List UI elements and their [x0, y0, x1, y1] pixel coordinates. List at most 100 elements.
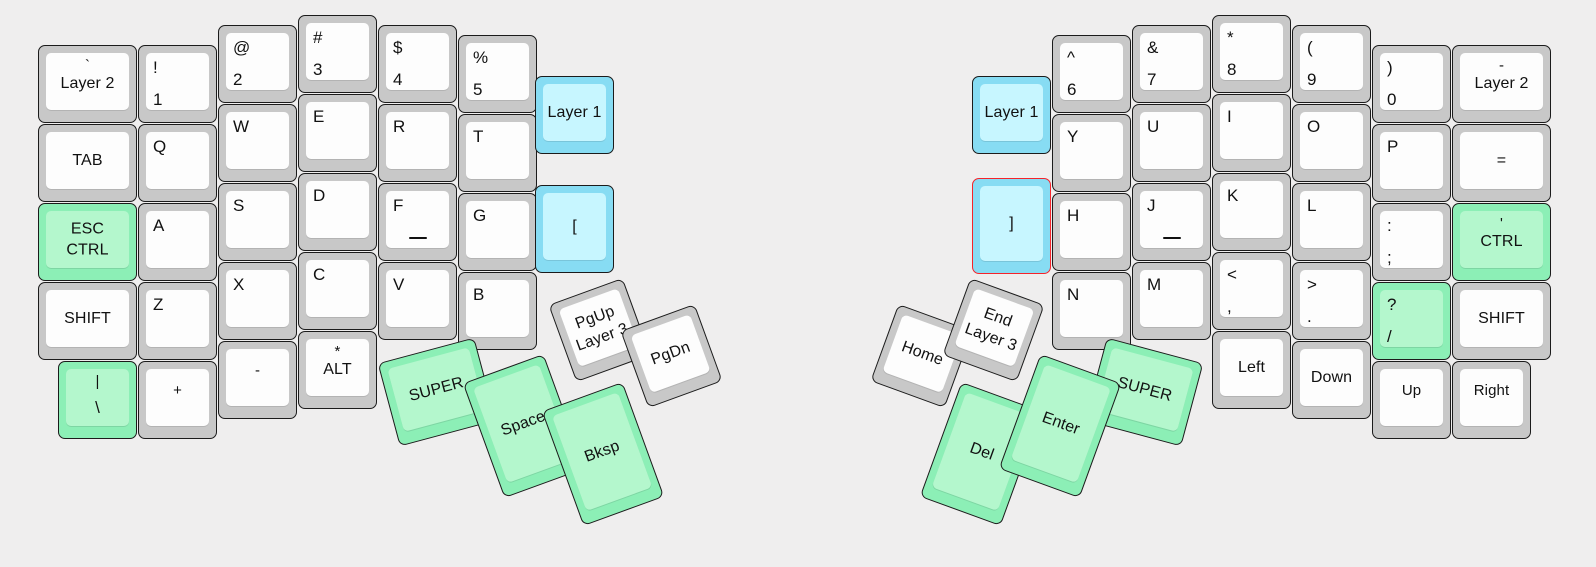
key-r-c3-r2[interactable]: O — [1292, 104, 1371, 182]
key-r-c3-r3[interactable]: L — [1292, 183, 1371, 261]
key-r-c1-r2[interactable]: = — [1452, 124, 1551, 202]
key-legend-shifted: ` — [84, 57, 91, 74]
key-r-c1-r1[interactable]: -Layer 2 — [1452, 45, 1551, 123]
key-l-c2-r2[interactable]: Q — [138, 124, 217, 202]
key-l-c2-r4[interactable]: Z — [138, 282, 217, 360]
key-r-c7-r1[interactable]: Layer 1 — [972, 76, 1051, 154]
key-l-c4-r3[interactable]: D — [298, 173, 377, 251]
key-legend: N — [1067, 285, 1080, 304]
key-r-c5-r2[interactable]: U — [1132, 104, 1211, 182]
keycap: B — [466, 280, 529, 337]
keycap: C — [306, 260, 369, 317]
key-r-c2-r4[interactable]: ?/ — [1372, 282, 1451, 360]
key-r-c4-r3[interactable]: K — [1212, 173, 1291, 251]
keycap: K — [1220, 181, 1283, 238]
key-l-c6-r3[interactable]: G — [458, 193, 537, 271]
key-legend: D — [313, 186, 326, 205]
key-legend-shifted: % — [473, 48, 489, 67]
key-l-c1-r5[interactable]: |\ — [58, 361, 137, 439]
key-legend: B — [473, 285, 485, 304]
key-l-c2-r5[interactable]: + — [138, 361, 217, 439]
key-legend-shifted: - — [1498, 57, 1505, 74]
keycap: - — [226, 349, 289, 406]
key-r-c2-r3[interactable]: :; — [1372, 203, 1451, 281]
key-l-c4-r1[interactable]: #3 — [298, 15, 377, 93]
key-legend-shifted: ! — [153, 58, 158, 77]
keycap: T — [466, 122, 529, 179]
key-l-c5-r1[interactable]: $4 — [378, 25, 457, 103]
key-r-c4-r1[interactable]: *8 — [1212, 15, 1291, 93]
key-legend-shifted: $ — [393, 38, 403, 57]
keycap: M — [1140, 270, 1203, 327]
key-legend: . — [1307, 307, 1312, 326]
key-r-c6-r1[interactable]: ^6 — [1052, 35, 1131, 113]
key-l-c4-r2[interactable]: E — [298, 94, 377, 172]
key-l-c3-r3[interactable]: S — [218, 183, 297, 261]
key-legend: Layer 2 — [60, 75, 115, 93]
keycap: SHIFT — [1460, 290, 1543, 347]
key-r-c1-r3[interactable]: 'CTRL — [1452, 203, 1551, 281]
key-l-c6-r2[interactable]: T — [458, 114, 537, 192]
keycap: R — [386, 112, 449, 169]
key-r-c6-r2[interactable]: Y — [1052, 114, 1131, 192]
key-r-c1-r4[interactable]: SHIFT — [1452, 282, 1551, 360]
key-l-c3-r4[interactable]: X — [218, 262, 297, 340]
key-legend-shifted: ( — [1307, 38, 1313, 57]
key-r-c6-r3[interactable]: H — [1052, 193, 1131, 271]
key-r-c3-r4[interactable]: >. — [1292, 262, 1371, 340]
key-r-c2-r1[interactable]: )0 — [1372, 45, 1451, 123]
key-legend: , — [1227, 297, 1232, 316]
key-legend: ALT — [323, 361, 352, 379]
key-l-c1-r2[interactable]: TAB — [38, 124, 137, 202]
key-r-c6-r4[interactable]: N — [1052, 272, 1131, 350]
key-r-c4-r4[interactable]: <, — [1212, 252, 1291, 330]
key-l-c5-r3[interactable]: F — [378, 183, 457, 261]
key-r-c4-r2[interactable]: I — [1212, 94, 1291, 172]
key-legend: Z — [153, 295, 164, 314]
key-l-c1-r4[interactable]: SHIFT — [38, 282, 137, 360]
key-l-c5-r4[interactable]: V — [378, 262, 457, 340]
key-l-c7-r2[interactable]: [ — [535, 185, 614, 273]
keycap: SHIFT — [46, 290, 129, 347]
key-legend: Layer 2 — [1474, 75, 1529, 93]
key-l-c3-r2[interactable]: W — [218, 104, 297, 182]
key-legend: Q — [153, 137, 167, 156]
key-legend: Layer 1 — [984, 103, 1039, 121]
key-l-c1-r1[interactable]: `Layer 2 — [38, 45, 137, 123]
key-l-c2-r3[interactable]: A — [138, 203, 217, 281]
keycap: |\ — [66, 369, 129, 426]
key-r-c3-r5[interactable]: Down — [1292, 341, 1371, 419]
key-l-c2-r1[interactable]: !1 — [138, 45, 217, 123]
key-l-c4-r5[interactable]: *ALT — [298, 331, 377, 409]
keycap: Layer 1 — [980, 84, 1043, 141]
keycap: Right — [1460, 369, 1523, 426]
key-r-c2-r5[interactable]: Up — [1372, 361, 1451, 439]
key-r-c5-r1[interactable]: &7 — [1132, 25, 1211, 103]
key-l-c7-r1[interactable]: Layer 1 — [535, 76, 614, 154]
key-r-c5-r4[interactable]: M — [1132, 262, 1211, 340]
keycap: Q — [146, 132, 209, 189]
key-l-c3-r5[interactable]: - — [218, 341, 297, 419]
keycap: 'CTRL — [1460, 211, 1543, 268]
key-l-c4-r4[interactable]: C — [298, 252, 377, 330]
keycap: Bksp — [551, 392, 653, 512]
keycap: :; — [1380, 211, 1443, 268]
key-l-c6-r4[interactable]: B — [458, 272, 537, 350]
key-r-c2-r2[interactable]: P — [1372, 124, 1451, 202]
key-r-c1-r5[interactable]: Right — [1452, 361, 1531, 439]
key-legend: R — [393, 117, 406, 136]
key-l-bksp[interactable]: Bksp — [541, 381, 665, 527]
key-l-c5-r2[interactable]: R — [378, 104, 457, 182]
key-legend-shifted: ^ — [1067, 48, 1076, 67]
key-l-c6-r1[interactable]: %5 — [458, 35, 537, 113]
key-r-c3-r1[interactable]: (9 — [1292, 25, 1371, 103]
key-r-c5-r3[interactable]: J — [1132, 183, 1211, 261]
key-r-c7-r2[interactable]: ] — [972, 178, 1051, 274]
keycap: )0 — [1380, 53, 1443, 110]
key-r-c4-r5[interactable]: Left — [1212, 331, 1291, 409]
key-legend: TAB — [72, 151, 103, 169]
key-l-c3-r1[interactable]: @2 — [218, 25, 297, 103]
